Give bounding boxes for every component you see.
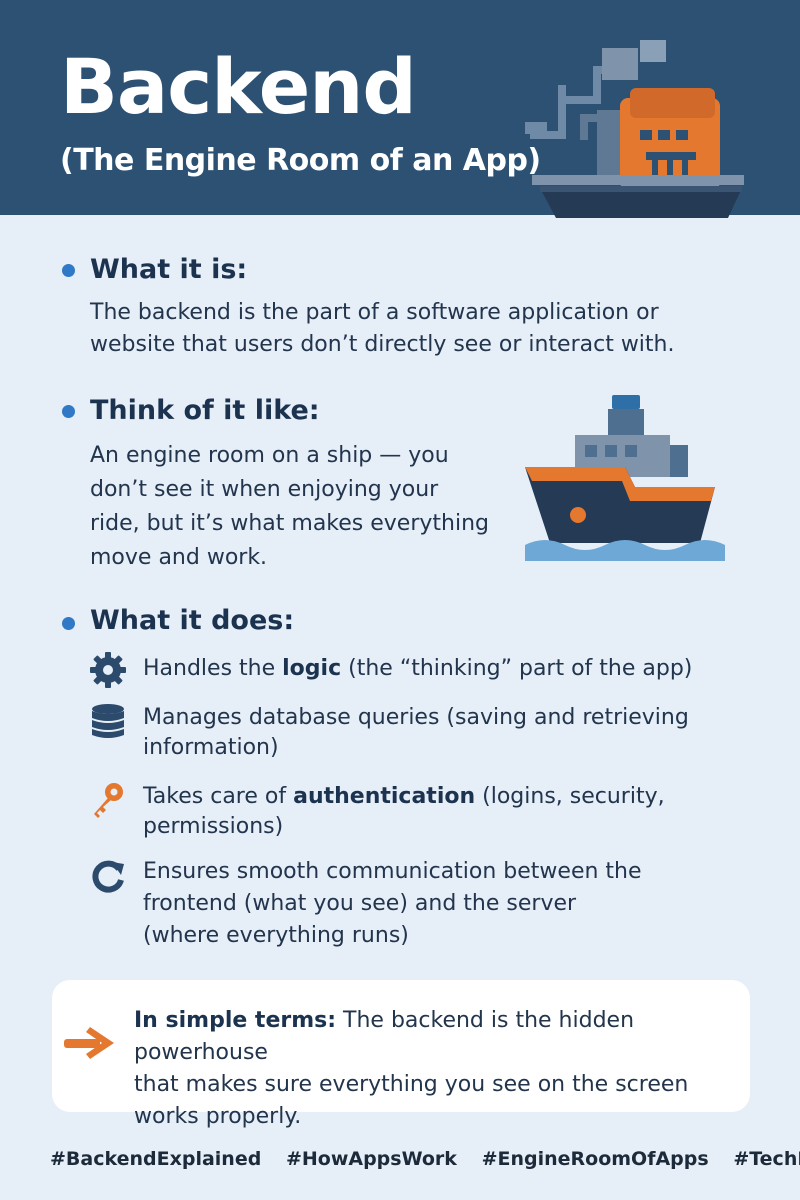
summary-line-2: that makes sure everything you see on th… [134,1072,689,1097]
ship-icon [525,395,725,561]
does-item-database-line-2: information) [143,735,279,760]
arrow-right-icon [64,1027,114,1059]
database-icon [92,704,124,738]
does-item-communication-line-2: frontend (what you see) and the server [143,891,577,916]
bullet-point [62,405,75,418]
bullet-point [62,617,75,630]
does-item-communication-line-1: Ensures smooth communication between the [143,859,642,884]
hashtag[interactable]: #EngineRoomOfApps [481,1148,709,1170]
hashtag-row: #BackendExplained #HowAppsWork #EngineRo… [50,1148,800,1178]
hashtag[interactable]: #TechMadeSimpl [733,1148,800,1170]
heading-what-it-is: What it is: [90,254,248,285]
does-item-authentication-line-2: permissions) [143,814,284,839]
does-item-authentication-line-1: Takes care of authentication (logins, se… [143,784,665,809]
page-subtitle: (The Engine Room of an App) [60,143,541,178]
gear-icon [90,652,126,688]
hashtag[interactable]: #BackendExplained [50,1148,262,1170]
hashtag[interactable]: #HowAppsWork [285,1148,457,1170]
think-of-it-line-2: don’t see it when enjoying your [90,477,439,502]
heading-what-it-does: What it does: [90,605,295,636]
summary-callout [52,980,750,1112]
summary-text: In simple terms: The backend is the hidd… [134,1005,744,1133]
summary-line-1: In simple terms: The backend is the hidd… [134,1008,635,1065]
bullet-point [62,264,75,277]
does-item-database-line-1: Manages database queries (saving and ret… [143,705,689,730]
key-icon [94,783,123,818]
what-it-is-text-line-2: website that users don’t directly see or… [90,332,675,357]
refresh-icon [92,860,124,893]
think-of-it-line-1: An engine room on a ship — you [90,443,449,468]
summary-line-3: works properly. [134,1104,302,1129]
think-of-it-line-3: ride, but it’s what makes everything [90,511,489,536]
think-of-it-line-4: move and work. [90,545,268,570]
what-it-is-text-line-1: The backend is the part of a software ap… [90,300,659,325]
ship-engine-illustration-icon [525,40,744,218]
does-item-logic: Handles the logic (the “thinking” part o… [143,656,693,681]
does-item-communication-line-3: (where everything runs) [143,923,409,948]
page-title: Backend [60,42,417,131]
heading-think-of-it: Think of it like: [90,395,320,426]
